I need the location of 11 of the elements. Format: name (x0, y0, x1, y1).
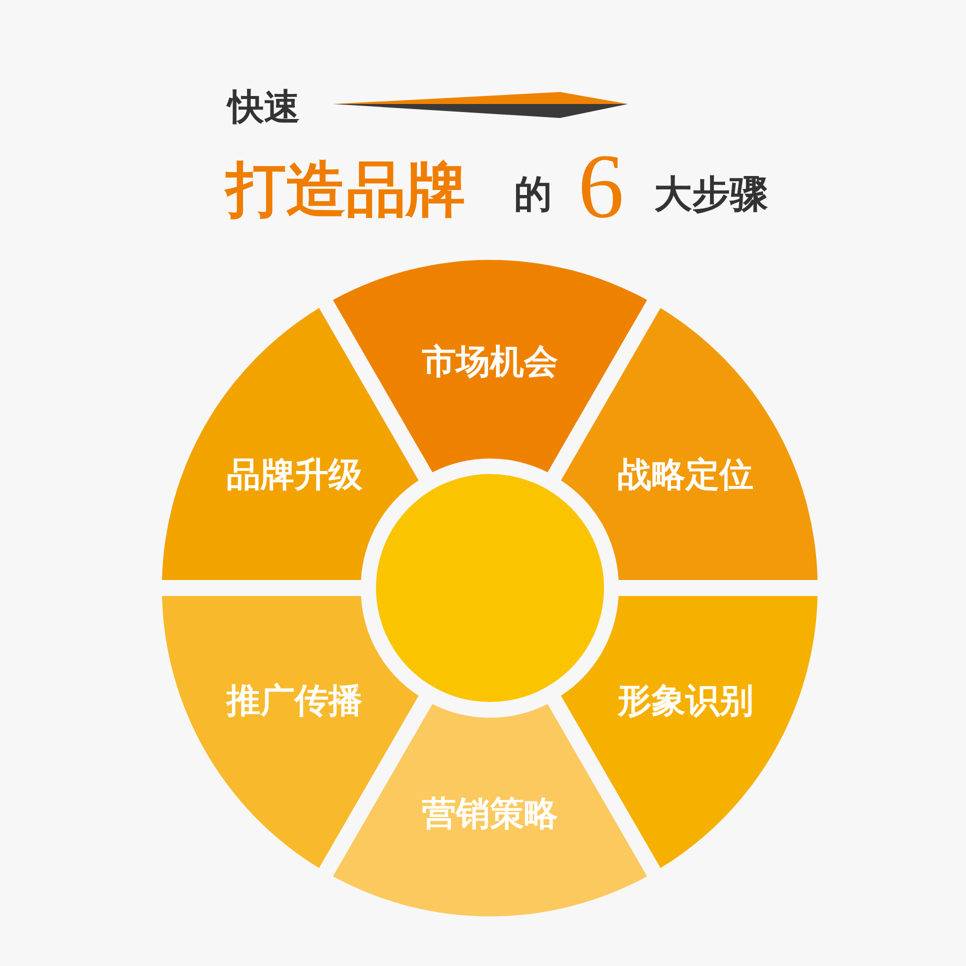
segment-label: 推广传播 (226, 680, 362, 723)
title-text: 的 (514, 175, 552, 213)
title-text: 打造品牌 (226, 160, 466, 220)
title-number: 6 (578, 140, 624, 232)
segment-label: 市场机会 (422, 341, 558, 384)
segment-label: 战略定位 (618, 454, 754, 497)
segment-label: 品牌升级 (226, 454, 362, 497)
title-text: 快速 (228, 90, 300, 126)
segment-label: 营销策略 (422, 792, 558, 836)
title-text: 大步骤 (654, 175, 768, 213)
segment-label: 形象识别 (618, 680, 754, 723)
